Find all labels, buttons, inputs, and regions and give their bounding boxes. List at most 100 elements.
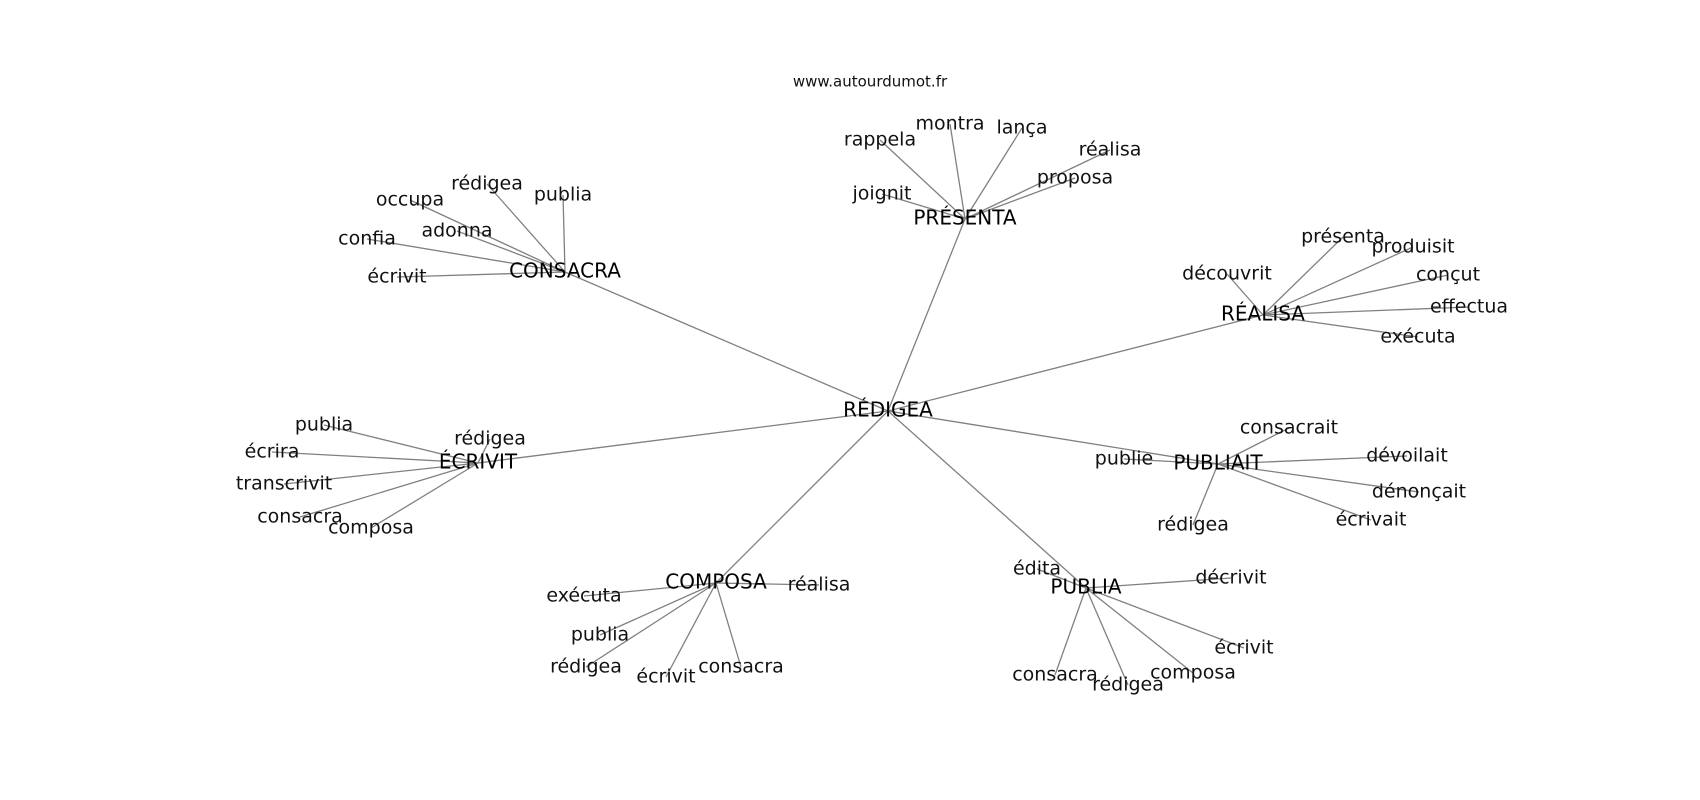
leaf-word[interactable]: rédigea xyxy=(550,656,622,678)
leaf-word[interactable]: lança xyxy=(996,117,1047,139)
hub-word[interactable]: RÉALISA xyxy=(1221,302,1305,326)
edge-hub-leaf xyxy=(1217,427,1290,465)
edge-hub-leaf xyxy=(1085,587,1129,686)
leaf-word[interactable]: exécuta xyxy=(1380,326,1455,348)
edge-hub-leaf xyxy=(271,451,479,464)
edge-hub-leaf xyxy=(1262,246,1414,316)
leaf-word[interactable]: publia xyxy=(295,414,353,436)
edge-hub-leaf xyxy=(370,462,479,529)
edge-center-hub xyxy=(564,271,889,412)
edge-center-hub xyxy=(477,410,889,464)
edge-hub-leaf xyxy=(299,462,479,518)
leaf-word[interactable]: transcrivit xyxy=(236,473,332,495)
leaf-word[interactable]: exécuta xyxy=(546,585,621,607)
hub-word[interactable]: CONSACRA xyxy=(509,259,621,283)
edge-hub-leaf xyxy=(964,127,1023,220)
edge-hub-leaf xyxy=(1085,577,1232,589)
leaf-word[interactable]: consacra xyxy=(698,656,784,678)
leaf-word[interactable]: composa xyxy=(328,517,414,539)
leaf-word[interactable]: proposa xyxy=(1037,167,1113,189)
leaf-word[interactable]: rédigea xyxy=(1157,514,1229,536)
leaf-word[interactable]: occupa xyxy=(376,189,444,211)
edge-hub-leaf xyxy=(1036,568,1087,589)
edge-hub-leaf xyxy=(562,194,566,273)
edge-hub-leaf xyxy=(456,230,566,273)
leaf-word[interactable]: dénonçait xyxy=(1372,481,1466,503)
leaf-word[interactable]: joignit xyxy=(851,183,911,205)
edge-hub-leaf xyxy=(1262,274,1449,316)
edge-hub-leaf xyxy=(1054,587,1087,676)
hub-word[interactable]: ÉCRIVIT xyxy=(439,450,518,474)
leaf-word[interactable]: écrivit xyxy=(636,666,695,688)
edge-hub-leaf xyxy=(715,582,742,668)
leaf-word[interactable]: écrivit xyxy=(367,266,426,288)
edge-hub-leaf xyxy=(1262,314,1419,338)
leaf-word[interactable]: écrivit xyxy=(1214,637,1273,659)
edge-hub-leaf xyxy=(323,424,479,464)
edge-center-hub xyxy=(887,314,1264,412)
edge-hub-leaf xyxy=(409,199,566,273)
edge-hub-leaf xyxy=(1262,306,1470,316)
edge-hub-leaf xyxy=(1192,463,1219,526)
hub-word[interactable]: PRÉSENTA xyxy=(913,206,1017,230)
edge-center-hub xyxy=(887,410,1219,465)
edge-hub-leaf xyxy=(665,582,717,678)
leaf-word[interactable]: dévoilait xyxy=(1366,445,1448,467)
edge-hub-leaf xyxy=(1262,236,1344,316)
edge-hub-leaf xyxy=(1123,458,1219,465)
edge-hub-leaf xyxy=(396,271,566,278)
edge-hub-leaf xyxy=(1085,587,1194,674)
leaf-word[interactable]: décrivit xyxy=(1195,567,1266,589)
leaf-word[interactable]: conçut xyxy=(1416,264,1480,286)
leaf-word[interactable]: rédigea xyxy=(454,428,526,450)
leaf-word[interactable]: composa xyxy=(1150,662,1236,684)
edge-hub-leaf xyxy=(583,582,717,597)
hub-word[interactable]: PUBLIA xyxy=(1050,575,1121,599)
edge-center-hub xyxy=(887,218,966,412)
leaf-word[interactable]: consacra xyxy=(1012,664,1098,686)
edge-hub-leaf xyxy=(1217,463,1420,493)
leaf-word[interactable]: publie xyxy=(1095,448,1153,470)
leaf-word[interactable]: montra xyxy=(915,113,984,135)
leaf-word[interactable]: rédigea xyxy=(451,173,523,195)
leaf-word[interactable]: rédigea xyxy=(1092,674,1164,696)
leaf-word[interactable]: confia xyxy=(338,228,396,250)
leaf-word[interactable]: écrivait xyxy=(1336,509,1407,531)
leaf-word[interactable]: réalisa xyxy=(1079,139,1142,161)
hub-word[interactable]: COMPOSA xyxy=(665,570,767,594)
edge-hub-leaf xyxy=(1217,455,1408,465)
leaf-word[interactable]: produisit xyxy=(1371,236,1454,258)
edge-hub-leaf xyxy=(486,183,566,273)
edge-hub-leaf xyxy=(1085,587,1245,649)
edge-hub-leaf xyxy=(879,139,966,220)
leaf-word[interactable]: publia xyxy=(571,624,629,646)
leaf-word[interactable]: réalisa xyxy=(788,574,851,596)
leaf-word[interactable]: présenta xyxy=(1301,226,1385,248)
hub-word[interactable]: PUBLIAIT xyxy=(1173,451,1263,475)
edge-hub-leaf xyxy=(964,149,1111,220)
leaf-word[interactable]: publia xyxy=(534,184,592,206)
leaf-word[interactable]: écrira xyxy=(245,441,300,463)
edge-hub-leaf xyxy=(585,582,717,668)
edge-center-hub xyxy=(887,410,1087,589)
site-credit[interactable]: www.autourdumot.fr xyxy=(793,73,948,91)
edge-hub-leaf xyxy=(1217,463,1372,521)
edge-hub-leaf xyxy=(1226,273,1264,316)
edge-hub-leaf xyxy=(964,177,1076,220)
edge-hub-leaf xyxy=(283,462,479,485)
leaf-word[interactable]: adonna xyxy=(421,220,492,242)
leaf-word[interactable]: découvrit xyxy=(1182,263,1272,285)
leaf-word[interactable]: rappela xyxy=(844,129,916,151)
edge-hub-leaf xyxy=(477,438,491,464)
edge-hub-leaf xyxy=(366,238,566,273)
leaf-word[interactable]: effectua xyxy=(1430,296,1508,318)
leaf-word[interactable]: consacrait xyxy=(1240,417,1338,439)
edge-hub-leaf xyxy=(599,582,717,636)
edge-center-hub xyxy=(715,410,889,584)
edge-hub-leaf xyxy=(715,582,820,586)
leaf-word[interactable]: consacra xyxy=(257,506,343,528)
center-word[interactable]: RÉDIGEA xyxy=(843,398,933,422)
leaf-word[interactable]: édita xyxy=(1013,558,1061,580)
edge-hub-leaf xyxy=(949,123,966,220)
graph-labels: www.autourdumot.fr RÉDIGEA PRÉSENTA rappe… xyxy=(236,73,1508,696)
